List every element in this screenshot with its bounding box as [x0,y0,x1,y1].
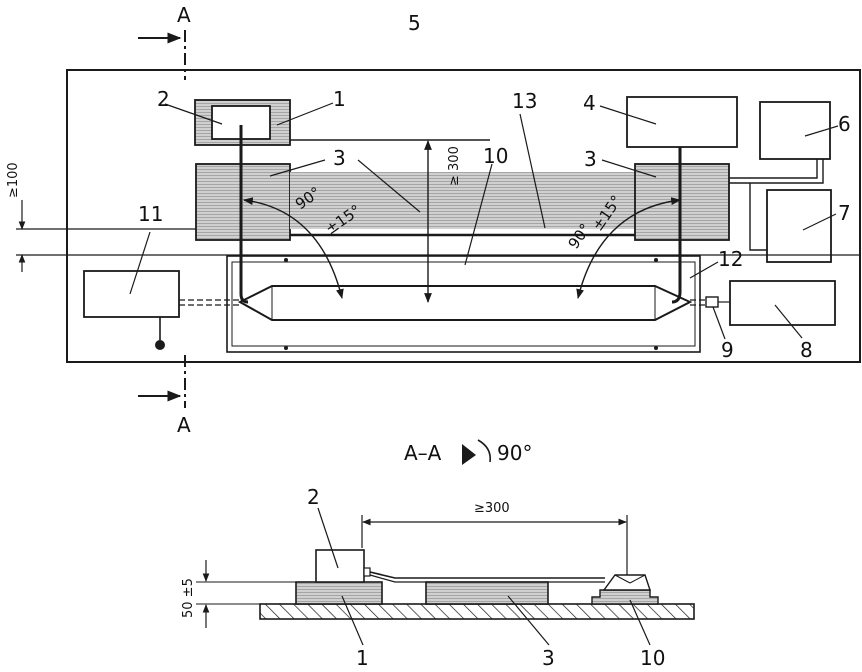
rotation-symbol [462,444,476,465]
dimension-min-300-section: ≥300 [361,501,628,575]
callout-9: 9 [721,338,734,362]
svg-text:≥300: ≥300 [474,501,510,516]
callout-3-left: 3 [333,146,346,170]
dimension-min-300-plan: ≥ 300 [424,140,462,303]
section-callout-1: 1 [356,646,369,670]
svg-text:50 ±5: 50 ±5 [181,578,196,618]
callout-4: 4 [583,91,596,115]
callout-12: 12 [718,247,743,271]
callout-1: 1 [333,87,346,111]
cable-left-vertical [239,125,249,304]
box-7 [766,189,832,263]
dimension-height: 50 ±5 [181,560,296,628]
callout-6: 6 [838,112,851,136]
angle-arc-left [243,197,344,299]
section-mark-top: A [138,3,191,80]
section-callout-2: 2 [307,485,320,509]
section-block-3 [425,581,549,605]
section-letter-top: A [177,3,191,27]
box-11 [83,270,180,318]
section-letter-bottom: A [177,413,191,437]
section-block-1 [295,581,383,605]
section-mark-bottom: A [138,355,191,437]
cable-bundle-10 [237,285,693,321]
callout-7: 7 [838,201,851,225]
box-4 [626,96,738,148]
callout-11: 11 [138,202,163,226]
connector-9 [705,296,719,308]
rotation-label: 90° [497,441,532,465]
callout-3-right: 3 [584,147,597,171]
ground-terminal [155,340,165,350]
box-8 [729,280,836,326]
box-6 [759,101,831,160]
angle-arc-right [576,197,681,299]
section-callout-10: 10 [640,646,665,670]
frame-12-outer [226,255,701,353]
svg-text:≥100: ≥100 [6,162,21,198]
svg-text:≥ 300: ≥ 300 [447,146,462,186]
section-eut-2 [315,549,365,583]
callout-8: 8 [800,338,813,362]
dimension-min-100: ≥100 [6,162,26,272]
section-ground-plate [259,603,695,620]
callout-5: 5 [408,11,421,35]
section-clamp-10 [591,589,659,605]
support-block-3-left [195,163,291,241]
frame-12-inner [231,261,696,347]
section-title: A–A [404,441,442,465]
callout-2: 2 [157,87,170,111]
section-callout-3: 3 [542,646,555,670]
ground-plane [66,69,861,363]
callout-10: 10 [483,144,508,168]
callout-13: 13 [512,89,537,113]
